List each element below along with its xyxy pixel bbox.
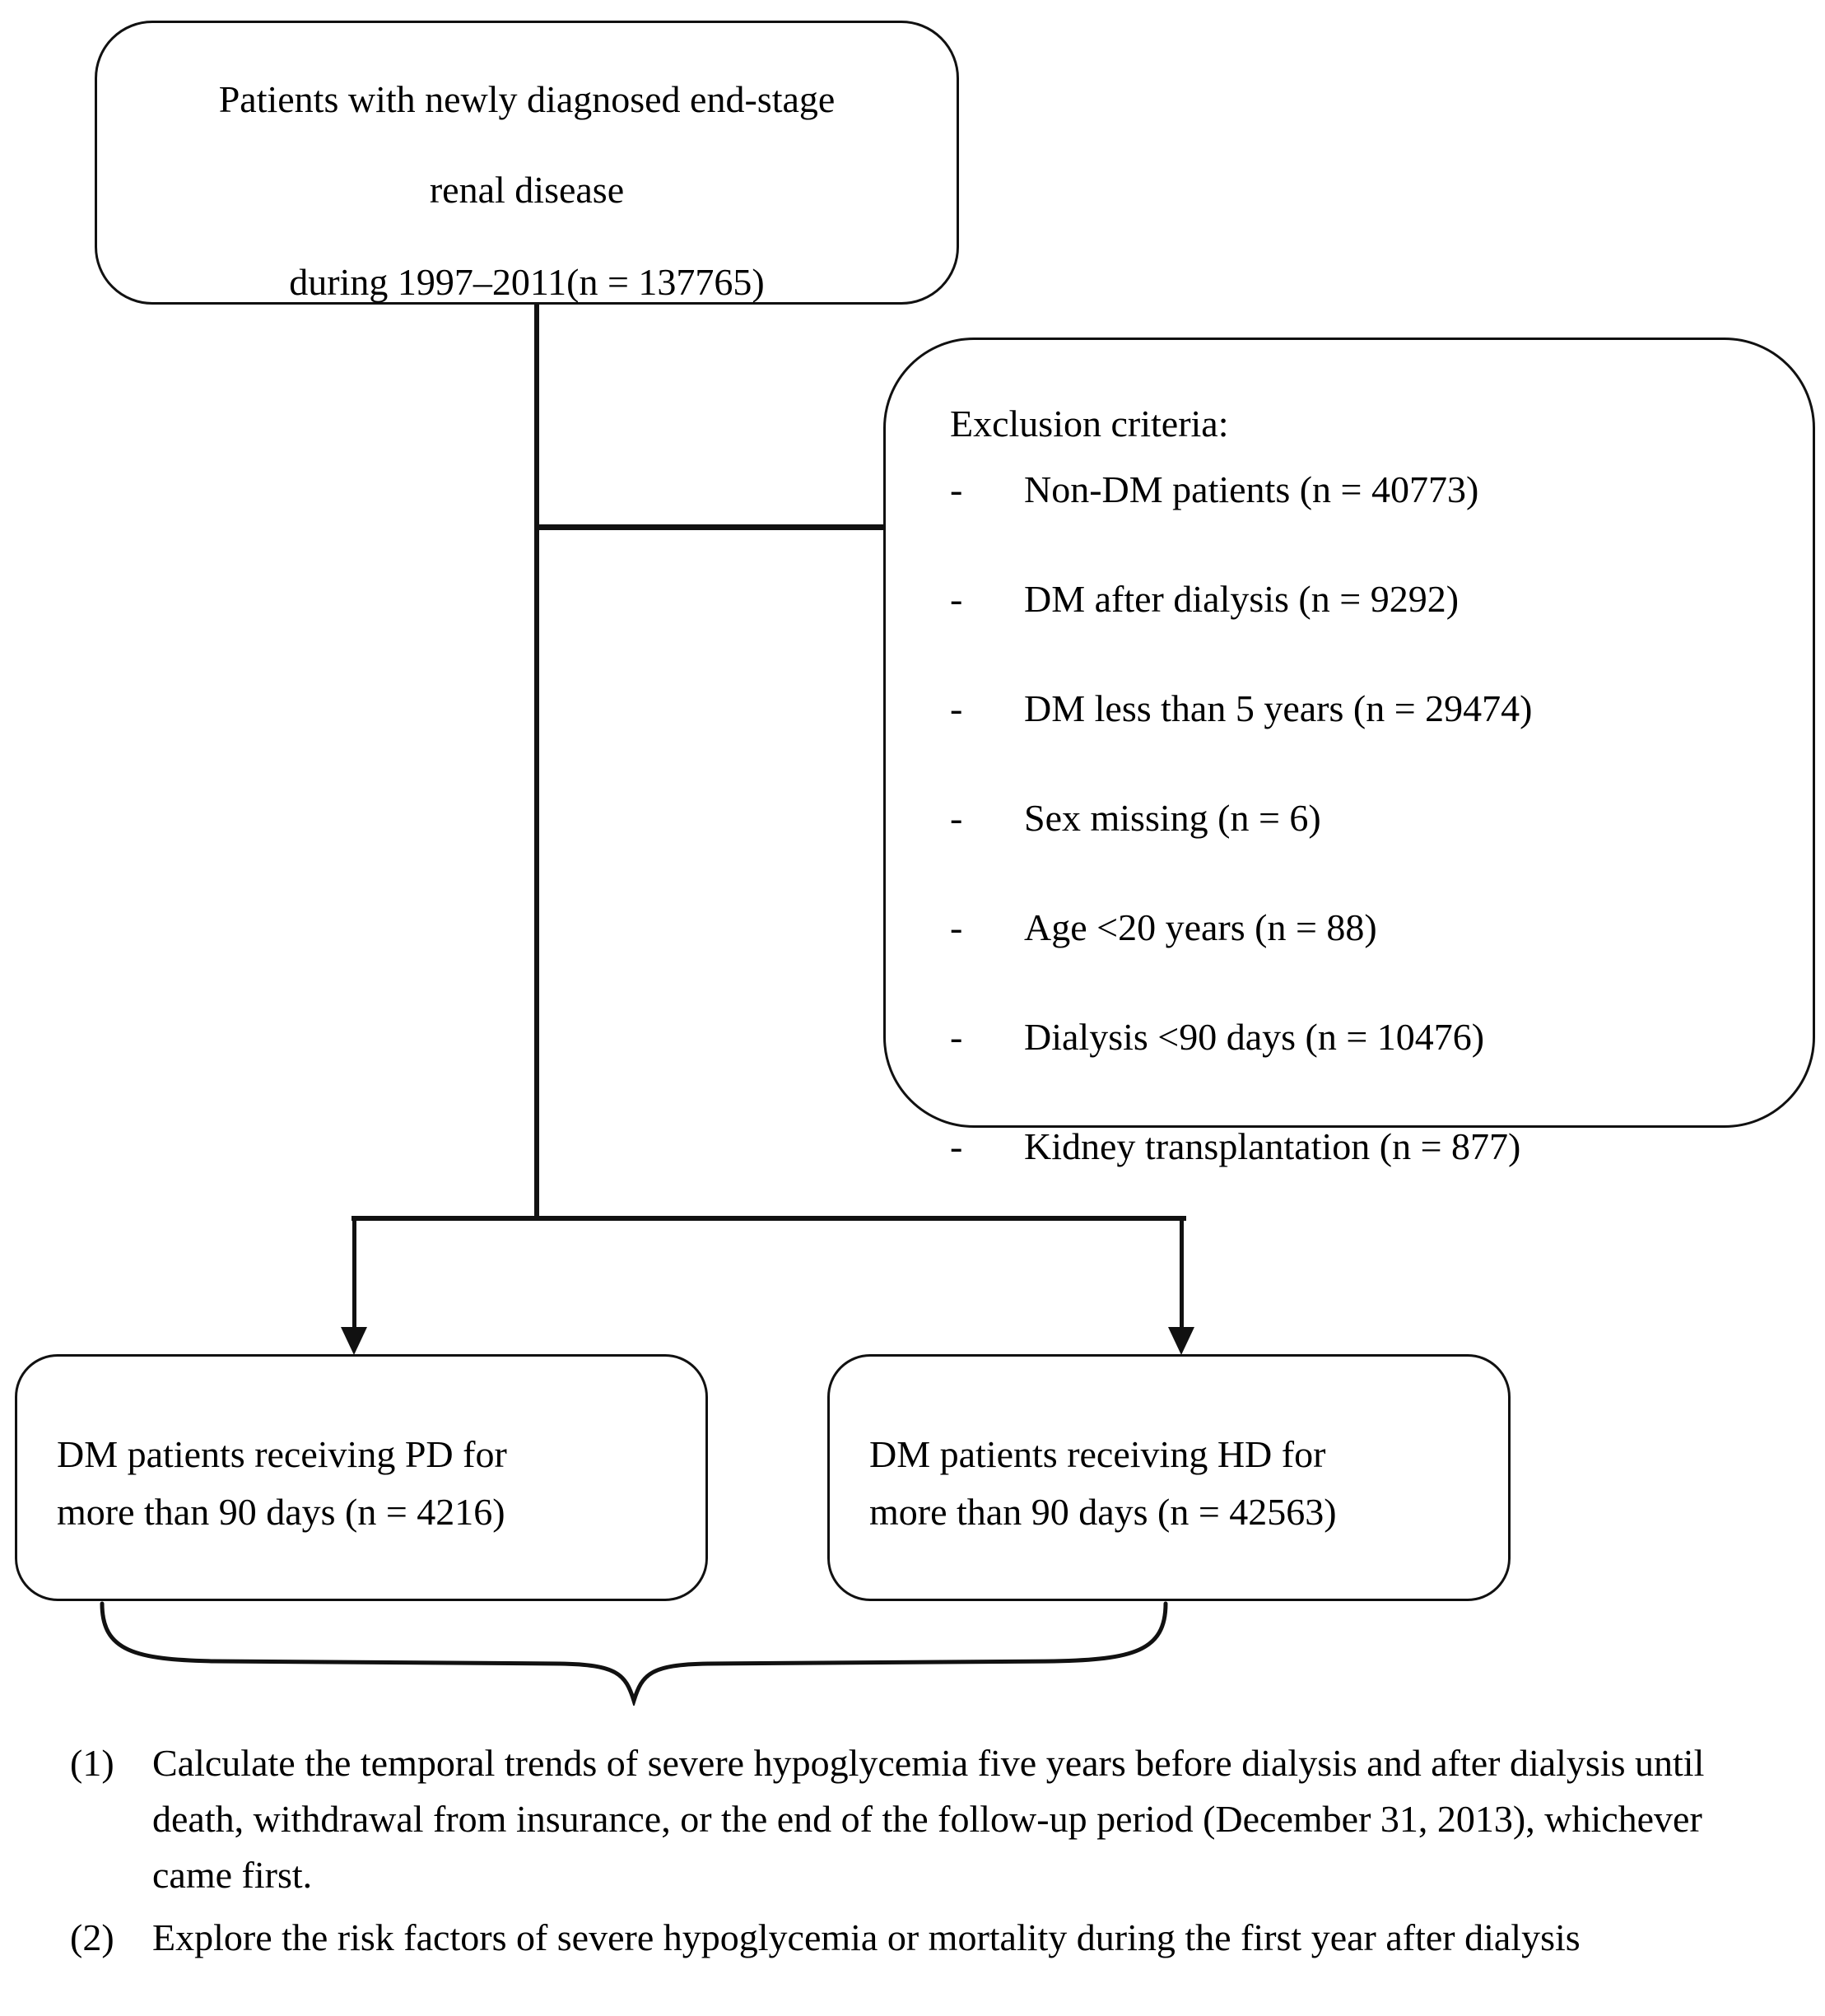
summary-item-text: Calculate the temporal trends of severe … (152, 1742, 1705, 1897)
bullet-dash-icon: - (950, 687, 963, 729)
pd-line-2: more than 90 days (n = 4216) (57, 1491, 505, 1533)
summary-list-item: (1) Calculate the temporal trends of seve… (70, 1735, 1766, 1903)
exclusion-criterion-row: - Kidney transplantation (n = 877) (950, 1124, 1788, 1167)
hd-line-2: more than 90 days (n = 42563) (869, 1491, 1337, 1533)
bullet-dash-icon: - (950, 468, 963, 510)
exclusion-criterion-label: Non-DM patients (n = 40773) (1024, 468, 1479, 510)
exclusion-criteria-box: Exclusion criteria: - Non-DM patients (n … (883, 338, 1815, 1167)
source-line-2: renal disease (429, 169, 625, 211)
exclusion-criterion-row: - Age <20 years (n = 88) (950, 906, 1788, 948)
exclusion-criterion-label: Dialysis <90 days (n = 10476) (1024, 1016, 1485, 1058)
exclusion-criterion-label: DM less than 5 years (n = 29474) (1024, 687, 1533, 729)
exclusion-criterion-label: Kidney transplantation (n = 877) (1024, 1125, 1521, 1167)
arrowhead-right-icon (1168, 1327, 1194, 1355)
connector-trunk-upper (534, 305, 539, 527)
summary-list: (1) Calculate the temporal trends of seve… (70, 1735, 1766, 1972)
pd-line-1: DM patients receiving PD for (57, 1433, 507, 1475)
exclusion-criterion-row: - Dialysis <90 days (n = 10476) (950, 1015, 1788, 1058)
source-line-1: Patients with newly diagnosed end-stage (218, 78, 836, 120)
exclusion-criterion-label: DM after dialysis (n = 9292) (1024, 578, 1460, 620)
curly-brace-icon (100, 1601, 1168, 1706)
connector-fork-bar (351, 1216, 1186, 1221)
bullet-dash-icon: - (950, 1016, 963, 1058)
bullet-dash-icon: - (950, 906, 963, 948)
summary-list-item: (2) Explore the risk factors of severe hy… (70, 1910, 1766, 1966)
hd-cohort-box: DM patients receiving HD for more than 9… (827, 1354, 1511, 1601)
exclusion-criterion-row: - Non-DM patients (n = 40773) (950, 468, 1788, 510)
exclusion-criterion-row: - Sex missing (n = 6) (950, 796, 1788, 839)
exclusion-criterion-row: - DM less than 5 years (n = 29474) (950, 687, 1788, 729)
connector-fork-right (1180, 1216, 1184, 1336)
hd-line-1: DM patients receiving HD for (869, 1433, 1326, 1475)
pd-cohort-box: DM patients receiving PD for more than 9… (15, 1354, 708, 1601)
exclusion-criterion-label: Age <20 years (n = 88) (1024, 906, 1377, 948)
source-population-box: Patients with newly diagnosed end-stage … (95, 21, 959, 305)
arrowhead-left-icon (341, 1327, 367, 1355)
source-line-3: during 1997–2011(n = 137765) (289, 261, 765, 303)
bullet-dash-icon: - (950, 1125, 963, 1167)
bullet-dash-icon: - (950, 578, 963, 620)
summary-item-text: Explore the risk factors of severe hypog… (152, 1916, 1581, 1959)
connector-trunk-lower (534, 527, 539, 1218)
connector-fork-left (352, 1216, 356, 1336)
summary-item-number: (2) (70, 1916, 114, 1959)
connector-to-exclusion (534, 524, 887, 530)
bullet-dash-icon: - (950, 797, 963, 839)
exclusion-criterion-label: Sex missing (n = 6) (1024, 797, 1321, 839)
exclusion-heading: Exclusion criteria: (950, 403, 1229, 445)
exclusion-criterion-row: - DM after dialysis (n = 9292) (950, 577, 1788, 620)
summary-item-number: (1) (70, 1742, 114, 1784)
